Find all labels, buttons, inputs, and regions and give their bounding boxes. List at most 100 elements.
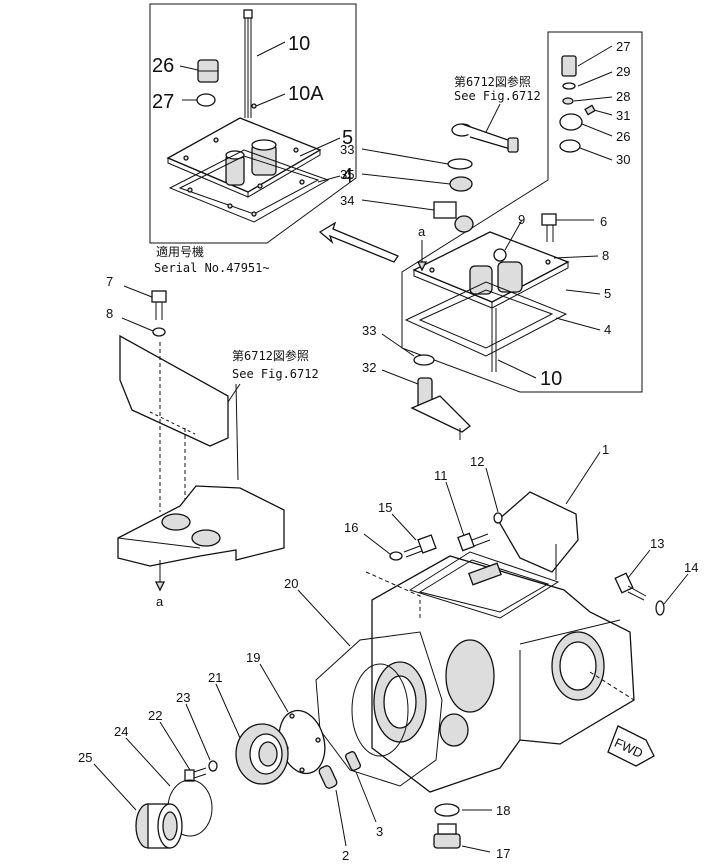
guard-plate	[119, 334, 229, 520]
collar-35	[449, 176, 473, 192]
washer-16	[389, 551, 403, 561]
ring-28	[562, 97, 574, 105]
washer-33	[447, 158, 473, 170]
bolt-15	[403, 534, 437, 558]
plug-26	[197, 59, 219, 83]
washer-27	[196, 93, 216, 107]
bearing-25	[135, 803, 183, 849]
gasket-20	[315, 631, 443, 787]
label-28: 28	[616, 89, 630, 104]
label-8b: 8	[602, 248, 609, 263]
washer-10a	[251, 103, 257, 109]
callout-arrow	[318, 221, 399, 263]
label-27b: 27	[616, 39, 630, 54]
gasket-4b	[404, 281, 568, 357]
label-30: 30	[616, 152, 630, 167]
fwd-badge: FWD	[607, 725, 655, 767]
label-15: 15	[378, 500, 392, 515]
bolt-6	[541, 213, 557, 242]
bolt-10	[243, 9, 253, 118]
label-10a: 10A	[288, 83, 324, 105]
pin-31	[584, 104, 596, 116]
label-25: 25	[78, 750, 92, 765]
retainer-21	[235, 723, 289, 785]
label-35: 35	[340, 167, 354, 182]
washer-33b	[413, 354, 435, 366]
pin-2	[318, 765, 338, 789]
plug-17	[433, 823, 461, 849]
label-33b: 33	[362, 323, 376, 338]
spring-27	[561, 55, 577, 77]
see-fig-jp-left: 第6712図参照	[232, 348, 309, 363]
label-3: 3	[376, 824, 383, 839]
label-2: 2	[342, 848, 349, 863]
label-7: 7	[106, 274, 113, 289]
label-14: 14	[684, 560, 698, 575]
bushing-34	[454, 215, 474, 233]
label-19: 19	[246, 650, 260, 665]
label-16: 16	[344, 520, 358, 535]
bolt-11	[457, 532, 491, 552]
label-21: 21	[208, 670, 222, 685]
label-5: 5	[342, 127, 353, 149]
washer-23	[208, 760, 218, 772]
label-10b: 10	[540, 368, 562, 390]
label-4b: 4	[604, 322, 611, 337]
label-27: 27	[152, 91, 174, 113]
see-fig-jp-right: 第6712図参照	[454, 74, 531, 89]
seal-30	[559, 139, 581, 153]
see-fig-en-right: See Fig.6712	[454, 89, 541, 103]
label-10: 10	[288, 33, 310, 55]
seat-29	[562, 82, 576, 90]
label-23: 23	[176, 690, 190, 705]
label-26b: 26	[616, 129, 630, 144]
o-ring-18	[434, 803, 460, 817]
label-33: 33	[340, 142, 354, 157]
label-13: 13	[650, 536, 664, 551]
label-26: 26	[152, 55, 174, 77]
label-22: 22	[148, 708, 162, 723]
label-17: 17	[496, 846, 510, 861]
label-4: 4	[342, 165, 353, 187]
washer-8	[152, 327, 166, 337]
label-12: 12	[470, 454, 484, 469]
label-20: 20	[284, 576, 298, 591]
label-29: 29	[616, 64, 630, 79]
cover-plate-5	[166, 117, 322, 198]
label-34: 34	[340, 193, 354, 208]
gasket-4	[168, 149, 330, 223]
main-assembly: FWD 1 11 12 15 16 13 14 20 19 21 23 22 2…	[78, 442, 698, 863]
bolt-22	[184, 767, 207, 782]
label-31: 31	[616, 108, 630, 123]
ref-a-top: a	[418, 224, 426, 239]
lever-32	[410, 377, 471, 440]
cover-plate-5b	[412, 231, 570, 309]
label-8: 8	[106, 306, 113, 321]
housing-1	[371, 491, 635, 793]
bracket	[117, 485, 285, 567]
bolt-13	[614, 572, 647, 601]
inset-box: 10 26 27 10A 5 4 適用号機 Serial No.47951~	[149, 3, 357, 275]
label-24: 24	[114, 724, 128, 739]
ref-a-bottom: a	[156, 594, 164, 609]
right-box: 第6712図参照 See Fig.6712 27 29 28 31 26 30 …	[340, 31, 643, 440]
washer-12	[493, 512, 503, 524]
lever-upper	[451, 123, 519, 153]
see-fig-en-left: See Fig.6712	[232, 367, 319, 381]
shim-34	[433, 201, 457, 219]
serial-note-en: Serial No.47951~	[154, 261, 270, 275]
label-5b: 5	[604, 286, 611, 301]
label-1: 1	[602, 442, 609, 457]
label-11: 11	[434, 468, 448, 483]
bolt-7	[151, 290, 167, 320]
left-assembly: 7 8 第6712図参照 See Fig.6712 a a	[106, 224, 428, 609]
label-18: 18	[496, 803, 510, 818]
label-9: 9	[518, 212, 525, 227]
washer-14	[655, 600, 665, 616]
label-32: 32	[362, 360, 376, 375]
serial-note-jp: 適用号機	[156, 244, 204, 259]
pin-3	[345, 751, 361, 771]
label-6: 6	[600, 214, 607, 229]
plug-26b	[559, 113, 583, 131]
